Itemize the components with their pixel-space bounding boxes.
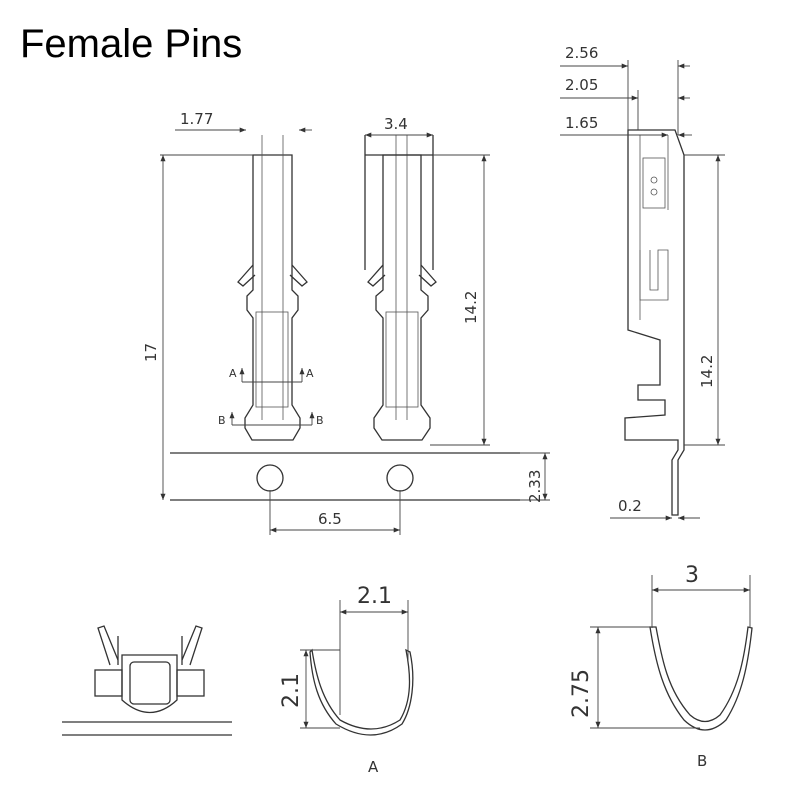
dim-label-17: 17: [142, 343, 160, 362]
dim-label-1-65: 1.65: [565, 114, 598, 132]
dimension-14-2-side: 14.2: [684, 154, 725, 446]
dimension-0-2: 0.2: [610, 497, 700, 521]
dim-label-1-77: 1.77: [180, 110, 213, 128]
dim-label-3-4: 3.4: [384, 115, 408, 133]
section-markers: A A B B: [218, 367, 324, 427]
dimension-1-77: 1.77: [175, 110, 312, 133]
dimension-2-56: 2.56: [560, 44, 690, 135]
section-marker-a-left: A: [229, 367, 237, 380]
dim-label-2-56: 2.56: [565, 44, 598, 62]
dim-label-2-75: 2.75: [569, 669, 594, 718]
dim-label-2-1-width: 2.1: [357, 584, 392, 609]
dim-label-3: 3: [685, 563, 699, 588]
dimension-2-33: 2.33: [520, 452, 550, 503]
dim-label-14-2-front: 14.2: [462, 291, 480, 324]
carrier-strip: [170, 452, 520, 501]
dim-label-14-2-side: 14.2: [698, 355, 716, 388]
dimension-3-4: 3.4: [365, 115, 433, 138]
front-view-pin-2: [364, 135, 437, 492]
dimension-6-5: 6.5: [269, 490, 401, 535]
side-view-pin: [624, 129, 685, 516]
drawing-title: Female Pins: [20, 22, 243, 66]
section-b-profile: 3 2.75 B: [569, 563, 753, 770]
dim-label-2-33: 2.33: [526, 470, 544, 503]
dim-label-2-05: 2.05: [565, 76, 598, 94]
section-a-profile: 2.1 2.1 A: [279, 584, 414, 776]
dim-label-6-5: 6.5: [318, 510, 342, 528]
dimension-1-65: 1.65: [560, 114, 692, 138]
dim-label-0-2: 0.2: [618, 497, 642, 515]
dimension-17: 17: [142, 154, 253, 500]
section-a-label: A: [368, 758, 379, 776]
section-marker-b-left: B: [218, 414, 226, 427]
section-marker-a-right: A: [306, 367, 314, 380]
front-view-pin-1: [237, 135, 308, 492]
dim-label-2-1-height: 2.1: [279, 673, 304, 708]
section-b-label: B: [697, 752, 707, 770]
dimension-2-05: 2.05: [560, 76, 690, 130]
dimension-14-2-front: 14.2: [430, 154, 490, 446]
section-marker-b-right: B: [316, 414, 324, 427]
end-view-pin: [62, 625, 232, 736]
